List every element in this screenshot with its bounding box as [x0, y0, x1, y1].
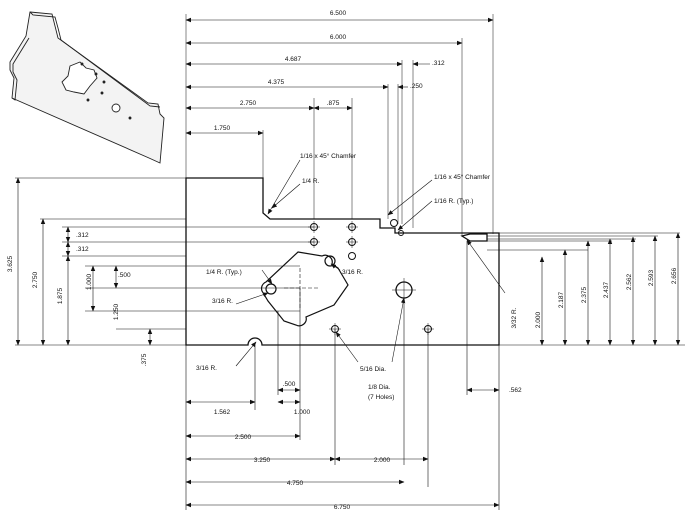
dim-left-1250: 1.250 [113, 303, 120, 320]
dim-top-6000: 6.000 [330, 34, 347, 41]
dim-right-2187: 2.187 [558, 291, 565, 308]
dim-right-2437: 2.437 [603, 281, 610, 298]
note-radius-3-16-bottom: 3/16 R. [196, 365, 217, 372]
dim-left-375: .375 [141, 353, 148, 366]
dim-bot-2500: 2.500 [235, 434, 252, 441]
dim-left-1875: 1.875 [57, 287, 64, 304]
dim-bot-2000: 2.000 [374, 457, 391, 464]
dim-right-2562: 2.562 [626, 273, 633, 290]
dim-bot-1000: 1.000 [294, 409, 311, 416]
dim-top-250: .250 [410, 83, 423, 90]
dimension-lines [15, 17, 685, 510]
dim-bot-1562: 1.562 [214, 409, 231, 416]
dim-bot-6750: 6.750 [334, 504, 351, 511]
dim-top-2750: 2.750 [240, 100, 257, 107]
note-chamfer-top: 1/16 x 45° Chamfer [300, 152, 357, 160]
dim-top-4375: 4.375 [268, 79, 285, 86]
dim-left-1000: 1.000 [86, 273, 93, 290]
dim-left-312b: .312 [76, 246, 89, 253]
note-radius-3-16-right: 3/16 R. [342, 269, 363, 276]
note-radius-3-16-left: 3/16 R. [212, 298, 233, 305]
note-radius-quarter: 1/4 R. [302, 178, 320, 185]
note-holes-7: (7 Holes) [368, 394, 394, 401]
note-chamfer-right: 1/16 x 45° Chamfer [434, 173, 491, 181]
dim-left-500: .500 [118, 272, 131, 279]
note-dia-5-16: 5/16 Dia. [360, 366, 386, 373]
dim-bot-500: .500 [283, 381, 296, 388]
dim-top-312: .312 [432, 60, 445, 67]
dimension-labels: 6.500 6.000 4.687 .312 4.375 .250 2.750 … [7, 10, 678, 511]
dim-top-6500: 6.500 [330, 10, 347, 17]
note-dia-1-8: 1/8 Dia. [368, 384, 391, 391]
dim-right-2000: 2.000 [535, 311, 542, 328]
dim-bot-4750: 4.750 [287, 480, 304, 487]
note-radius-quarter-typ: 1/4 R. (Typ.) [206, 269, 242, 276]
dim-right-2375: 2.375 [581, 286, 588, 303]
note-radius-3-32: 3/32 R. [511, 307, 518, 328]
dim-left-3625: 3.625 [7, 255, 14, 272]
holes [308, 219, 434, 335]
leader-lines [235, 159, 506, 367]
cutout-diamond [260, 251, 349, 327]
dim-bot-3250: 3.250 [254, 457, 271, 464]
dim-left-312a: .312 [76, 232, 89, 239]
dim-top-4687: 4.687 [285, 56, 302, 63]
dim-right-2593: 2.593 [648, 269, 655, 286]
dim-right-2656: 2.656 [671, 267, 678, 284]
dim-top-1750: 1.750 [214, 125, 231, 132]
dim-top-875: .875 [327, 100, 340, 107]
isometric-part-thumbnail [9, 11, 165, 164]
note-radius-sixteenth-typ: 1/16 R. (Typ.) [434, 198, 473, 205]
dim-left-2750: 2.750 [32, 271, 39, 288]
dim-right-562: .562 [509, 387, 522, 394]
callout-notes: 1/16 x 45° Chamfer 1/4 R. 1/16 x 45° Cha… [196, 152, 518, 401]
